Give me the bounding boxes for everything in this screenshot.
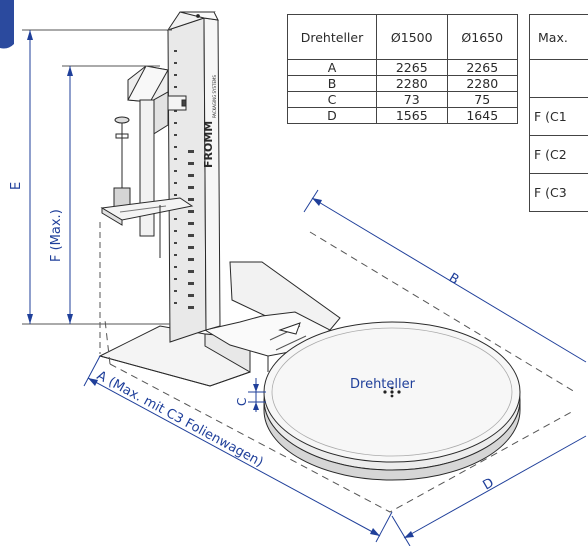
table-cell: F (C3	[529, 173, 588, 212]
height-table-clip: Max. F (C1 F (C2 F (C3	[529, 14, 588, 220]
dimension-f-label: F (Max.)	[49, 209, 64, 262]
table-row: F (C1	[529, 97, 588, 136]
table-header-cell: Drehteller	[287, 14, 377, 60]
table-cell: 2265	[376, 59, 448, 76]
table-row: D 1565 1645	[287, 107, 518, 124]
table-cell: C	[287, 91, 377, 108]
table-row: C 73 75	[287, 91, 518, 108]
table-header-cell: Max.	[529, 14, 588, 60]
dimension-b-label: B	[446, 271, 461, 288]
table-cell: 2280	[446, 75, 518, 92]
table-cell: B	[287, 75, 377, 92]
dimension-c-label: C	[235, 398, 249, 406]
footprint-outline	[104, 231, 576, 513]
height-table: Max. F (C1 F (C2 F (C3	[529, 14, 588, 212]
table-header-cell: Ø1650	[446, 14, 518, 60]
table-cell: 2280	[376, 75, 448, 92]
table-cell: 73	[376, 91, 448, 108]
table-cell: 1565	[376, 107, 448, 124]
dimension-d	[391, 435, 587, 546]
dimension-e	[27, 30, 33, 324]
table-row	[529, 59, 588, 98]
turntable	[263, 321, 521, 481]
brand-logo-text: FROMM	[202, 121, 215, 168]
table-cell: 1645	[446, 107, 518, 124]
table-cell: 75	[446, 91, 518, 108]
table-cell: F (C2	[529, 135, 588, 174]
control-panel-arm	[100, 116, 194, 258]
base-platform	[98, 261, 341, 387]
table-cell: F (C1	[529, 97, 588, 136]
corner-badge	[0, 0, 14, 49]
table-cell	[529, 59, 588, 98]
dimension-d-label: D	[481, 475, 497, 493]
mast-slots	[174, 50, 194, 309]
dimension-b	[303, 189, 587, 363]
reference-lines	[22, 29, 172, 354]
table-header-cell: Ø1500	[376, 14, 448, 60]
table-row: B 2280 2280	[287, 75, 518, 92]
dimension-c	[248, 378, 266, 412]
table-row: A 2265 2265	[287, 59, 518, 76]
table-cell: A	[287, 59, 377, 76]
dimension-a	[83, 355, 393, 543]
turntable-label: Drehteller	[350, 377, 416, 392]
brand-subtitle: PACKAGING SYSTEMS	[212, 75, 217, 118]
dimension-table: Drehteller Ø1500 Ø1650 A 2265 2265 B 228…	[287, 14, 518, 124]
table-row: F (C3	[529, 173, 588, 212]
dimension-f	[67, 66, 73, 324]
dimension-e-label: E	[9, 182, 24, 190]
table-cell: 2265	[446, 59, 518, 76]
table-cell: D	[287, 107, 377, 124]
dimension-a-label: A (Max. mit C3 Folienwagen)	[94, 368, 265, 470]
table-row: F (C2	[529, 135, 588, 174]
